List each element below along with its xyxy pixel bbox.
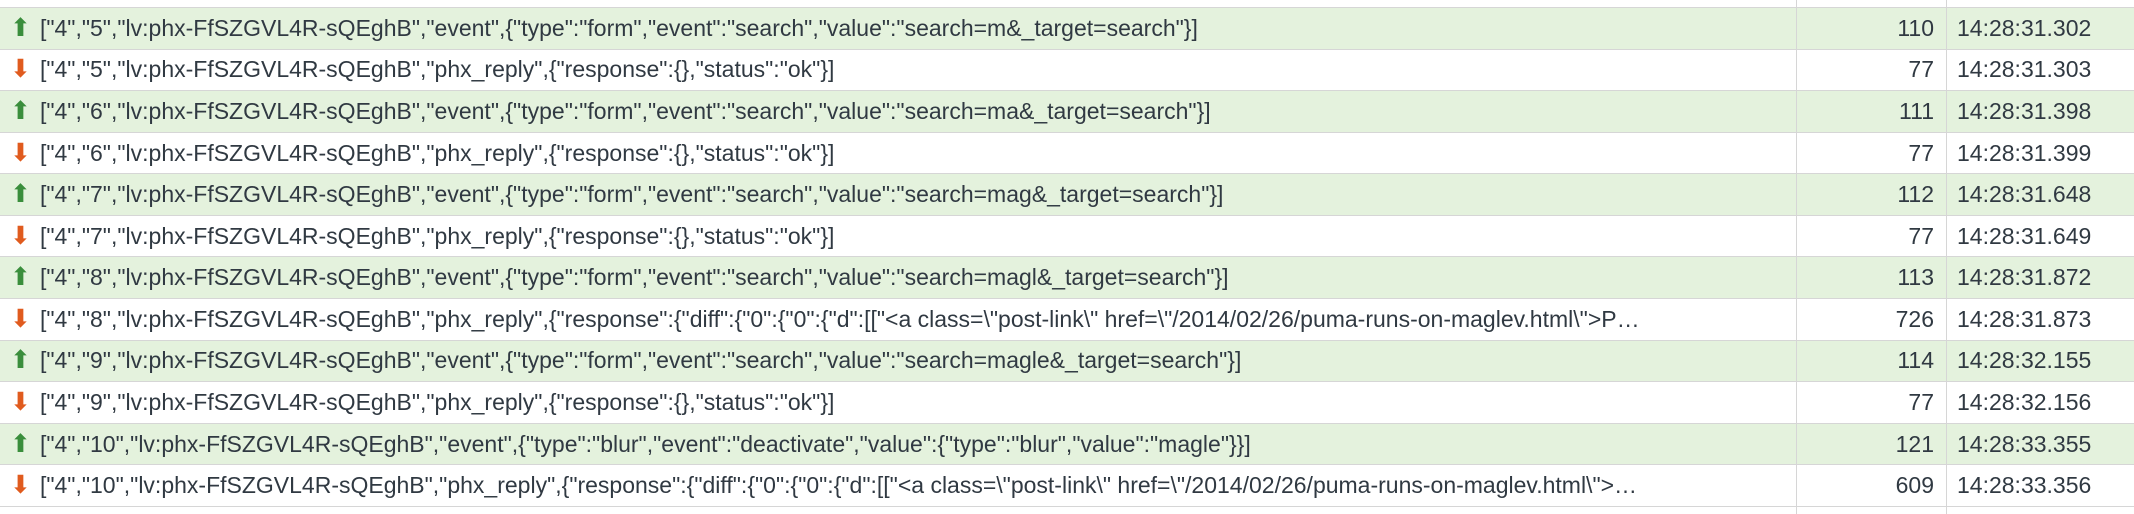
- frame-data-text: ["4","9","lv:phx-FfSZGVL4R-sQEghB","even…: [39, 347, 1242, 374]
- partial-row-top: [0, 0, 2134, 8]
- frame-time: 14:28:31.872: [1946, 257, 2134, 299]
- frame-time: 14:28:32.156: [1946, 382, 2134, 423]
- frame-row[interactable]: ⬇ ["4","8","lv:phx-FfSZGVL4R-sQEghB","ph…: [0, 299, 2134, 341]
- sent-arrow-icon: ⬆: [10, 180, 31, 209]
- frame-data-text: ["4","5","lv:phx-FfSZGVL4R-sQEghB","even…: [39, 14, 1198, 41]
- partial-row-bottom: [0, 506, 2134, 514]
- frame-time: 14:28:31.648: [1946, 174, 2134, 215]
- frame-time: 14:28:31.303: [1946, 49, 2134, 91]
- frame-length: 77: [1796, 132, 1946, 174]
- frame-row[interactable]: ⬇ ["4","10","lv:phx-FfSZGVL4R-sQEghB","p…: [0, 465, 2134, 507]
- frame-data-cell: ⬆ ["4","6","lv:phx-FfSZGVL4R-sQEghB","ev…: [0, 91, 1796, 132]
- sent-arrow-icon: ⬆: [10, 346, 31, 375]
- frame-data-text: ["4","5","lv:phx-FfSZGVL4R-sQEghB","phx_…: [39, 56, 835, 83]
- sent-arrow-icon: ⬆: [10, 263, 31, 292]
- frame-data-text: ["4","10","lv:phx-FfSZGVL4R-sQEghB","phx…: [39, 472, 1638, 499]
- frame-row[interactable]: ⬇ ["4","9","lv:phx-FfSZGVL4R-sQEghB","ph…: [0, 382, 2134, 424]
- frame-data-cell: ⬇ ["4","5","lv:phx-FfSZGVL4R-sQEghB","ph…: [0, 50, 1796, 91]
- frame-data-text: ["4","10","lv:phx-FfSZGVL4R-sQEghB","eve…: [39, 430, 1251, 457]
- sent-arrow-icon: ⬆: [10, 13, 31, 42]
- frame-length: 113: [1796, 257, 1946, 299]
- frame-row[interactable]: ⬆ ["4","9","lv:phx-FfSZGVL4R-sQEghB","ev…: [0, 340, 2134, 383]
- frame-row[interactable]: ⬆ ["4","5","lv:phx-FfSZGVL4R-sQEghB","ev…: [0, 8, 2134, 50]
- sent-arrow-icon: ⬆: [10, 429, 31, 458]
- frame-length: 121: [1796, 423, 1946, 465]
- frame-data-cell: ⬇ ["4","8","lv:phx-FfSZGVL4R-sQEghB","ph…: [0, 299, 1796, 340]
- frame-data-cell: ⬆ ["4","8","lv:phx-FfSZGVL4R-sQEghB","ev…: [0, 257, 1796, 298]
- frame-length: 609: [1796, 465, 1946, 506]
- frame-data-cell: ⬇ ["4","7","lv:phx-FfSZGVL4R-sQEghB","ph…: [0, 216, 1796, 257]
- frame-length: 77: [1796, 382, 1946, 423]
- frames-rows: ⬆ ["4","5","lv:phx-FfSZGVL4R-sQEghB","ev…: [0, 8, 2134, 507]
- frame-data-text: ["4","7","lv:phx-FfSZGVL4R-sQEghB","even…: [39, 181, 1224, 208]
- frame-data-text: ["4","7","lv:phx-FfSZGVL4R-sQEghB","phx_…: [39, 222, 835, 249]
- frame-data-cell: ⬇ ["4","10","lv:phx-FfSZGVL4R-sQEghB","p…: [0, 465, 1796, 506]
- frame-length: 111: [1796, 91, 1946, 132]
- frame-data-cell: ⬆ ["4","9","lv:phx-FfSZGVL4R-sQEghB","ev…: [0, 341, 1796, 382]
- frame-row[interactable]: ⬇ ["4","5","lv:phx-FfSZGVL4R-sQEghB","ph…: [0, 49, 2134, 92]
- frame-data-cell: ⬇ ["4","9","lv:phx-FfSZGVL4R-sQEghB","ph…: [0, 382, 1796, 423]
- received-arrow-icon: ⬇: [10, 55, 31, 84]
- frame-data-cell: ⬇ ["4","6","lv:phx-FfSZGVL4R-sQEghB","ph…: [0, 133, 1796, 174]
- frame-length: 110: [1796, 8, 1946, 49]
- sent-arrow-icon: ⬆: [10, 96, 31, 125]
- received-arrow-icon: ⬇: [10, 471, 31, 500]
- frame-data-text: ["4","6","lv:phx-FfSZGVL4R-sQEghB","phx_…: [39, 139, 835, 166]
- frame-length: 114: [1796, 340, 1946, 382]
- received-arrow-icon: ⬇: [10, 387, 31, 416]
- frame-time: 14:28:32.155: [1946, 340, 2134, 382]
- frame-time: 14:28:33.355: [1946, 423, 2134, 465]
- frame-time: 14:28:31.649: [1946, 215, 2134, 257]
- frame-data-cell: ⬆ ["4","10","lv:phx-FfSZGVL4R-sQEghB","e…: [0, 424, 1796, 465]
- frame-time: 14:28:31.873: [1946, 299, 2134, 340]
- frame-row[interactable]: ⬆ ["4","7","lv:phx-FfSZGVL4R-sQEghB","ev…: [0, 174, 2134, 216]
- received-arrow-icon: ⬇: [10, 304, 31, 333]
- frame-length: 77: [1796, 49, 1946, 91]
- frame-length: 112: [1796, 174, 1946, 215]
- frame-time: 14:28:31.302: [1946, 8, 2134, 49]
- frame-data-text: ["4","6","lv:phx-FfSZGVL4R-sQEghB","even…: [39, 97, 1211, 124]
- frame-time: 14:28:31.398: [1946, 91, 2134, 132]
- frame-data-text: ["4","9","lv:phx-FfSZGVL4R-sQEghB","phx_…: [39, 388, 835, 415]
- frame-row[interactable]: ⬆ ["4","10","lv:phx-FfSZGVL4R-sQEghB","e…: [0, 423, 2134, 466]
- frame-data-text: ["4","8","lv:phx-FfSZGVL4R-sQEghB","phx_…: [39, 305, 1640, 332]
- frame-length: 726: [1796, 299, 1946, 340]
- received-arrow-icon: ⬇: [10, 138, 31, 167]
- frame-data-text: ["4","8","lv:phx-FfSZGVL4R-sQEghB","even…: [39, 264, 1229, 291]
- frame-row[interactable]: ⬆ ["4","8","lv:phx-FfSZGVL4R-sQEghB","ev…: [0, 257, 2134, 300]
- frame-data-cell: ⬆ ["4","7","lv:phx-FfSZGVL4R-sQEghB","ev…: [0, 174, 1796, 215]
- frame-data-cell: ⬆ ["4","5","lv:phx-FfSZGVL4R-sQEghB","ev…: [0, 8, 1796, 49]
- frame-row[interactable]: ⬆ ["4","6","lv:phx-FfSZGVL4R-sQEghB","ev…: [0, 91, 2134, 133]
- frame-length: 77: [1796, 215, 1946, 257]
- frame-time: 14:28:31.399: [1946, 132, 2134, 174]
- frame-time: 14:28:33.356: [1946, 465, 2134, 506]
- frame-row[interactable]: ⬇ ["4","6","lv:phx-FfSZGVL4R-sQEghB","ph…: [0, 132, 2134, 175]
- frame-row[interactable]: ⬇ ["4","7","lv:phx-FfSZGVL4R-sQEghB","ph…: [0, 215, 2134, 258]
- received-arrow-icon: ⬇: [10, 221, 31, 250]
